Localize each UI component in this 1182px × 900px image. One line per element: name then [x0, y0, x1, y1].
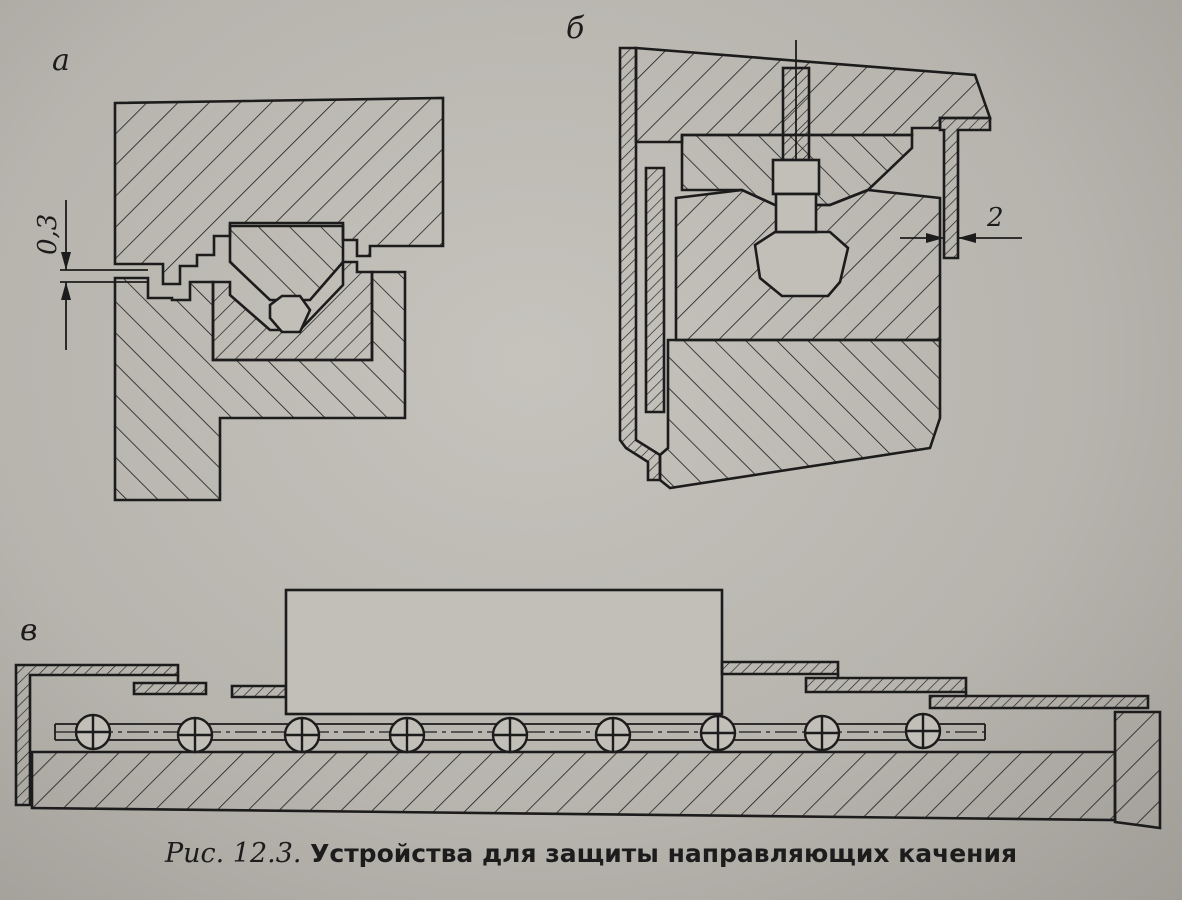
roller: [904, 712, 942, 750]
view-a-roller-block: [228, 224, 345, 302]
caption-number: Рис. 12.3.: [164, 838, 302, 869]
roller: [594, 716, 632, 754]
view-v-right-cover-1: [720, 660, 840, 676]
label-b: б: [566, 11, 585, 46]
roller: [74, 713, 112, 751]
dimension-a: 0,3: [33, 214, 63, 255]
view-v-left-cover-3: [230, 684, 288, 699]
caption-text: Устройства для защиты направляющих качен…: [310, 839, 1018, 868]
roller: [283, 716, 321, 754]
view-b-inner-strip: [644, 166, 666, 414]
view-v-rollers: [74, 712, 942, 754]
roller: [491, 716, 529, 754]
view-b-roller: [753, 230, 850, 298]
view-b-base: [658, 338, 942, 490]
view-b-top-body: [634, 46, 992, 144]
view-b-nut: [771, 158, 821, 196]
view-v: [14, 588, 1162, 830]
roller: [699, 714, 737, 752]
view-v-end-block: [1113, 710, 1162, 830]
roller: [388, 716, 426, 754]
view-b-washer: [774, 192, 818, 234]
view-v-base-rail: [30, 750, 1117, 822]
roller: [803, 714, 841, 752]
view-b-guard-plate: [938, 116, 992, 260]
view-v-left-cover: [14, 663, 180, 807]
figure-caption: Рис. 12.3. Устройства для защиты направл…: [0, 838, 1182, 869]
label-v: в: [20, 613, 37, 648]
dimension-b: 2: [986, 203, 1004, 233]
view-v-right-cover-3: [928, 694, 1150, 710]
roller: [176, 716, 214, 754]
view-b-side-shield: [618, 46, 662, 482]
label-a: а: [52, 43, 70, 78]
view-v-left-cover-2: [132, 681, 208, 696]
view-v-right-cover-2: [804, 676, 968, 694]
view-b: [618, 40, 1022, 490]
view-a: [60, 96, 445, 502]
view-v-carriage: [284, 588, 724, 716]
view-a-roller: [268, 294, 312, 334]
